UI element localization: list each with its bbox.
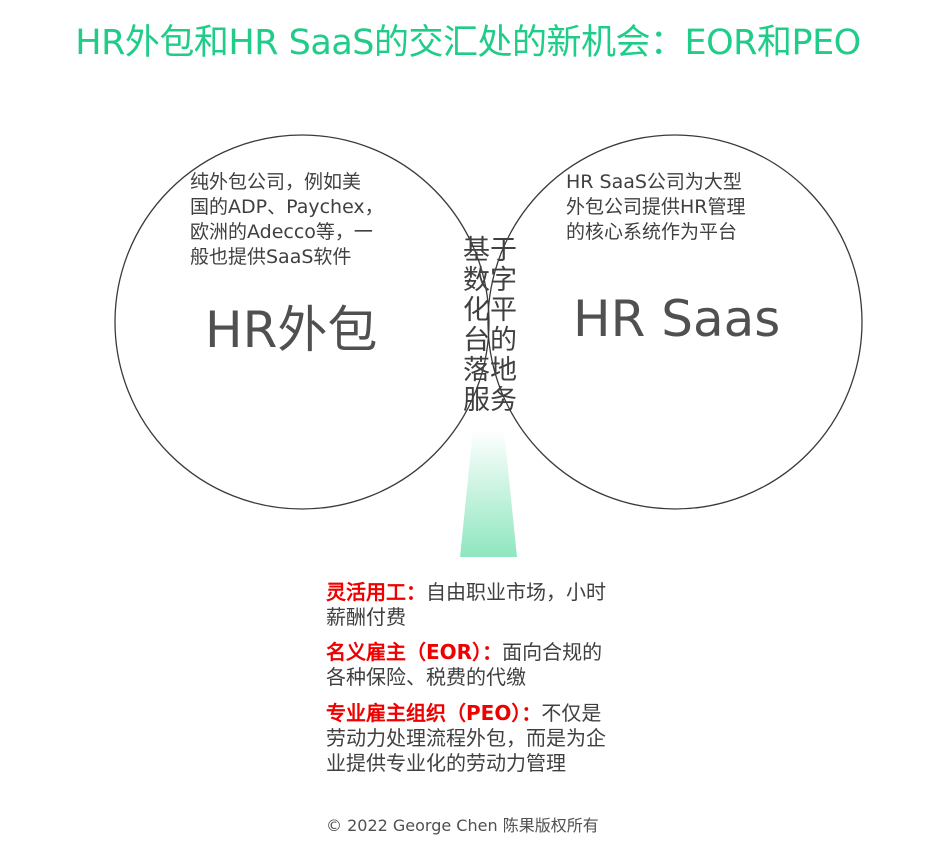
right-circle-description: HR SaaS公司为大型 外包公司提供HR管理 的核心系统作为平台	[566, 170, 746, 245]
hr-saas-circle	[487, 134, 863, 510]
intersection-text: 基于 数字 化平 台的 落地 服务	[460, 236, 520, 416]
note-term: 灵活用工：	[326, 580, 426, 604]
note-eor: 名义雇主（EOR）：面向合规的 各种保险、税费的代缴	[326, 640, 686, 690]
copyright: © 2022 George Chen 陈果版权所有	[326, 816, 599, 835]
desc-line: 纯外包公司，例如美	[190, 171, 362, 193]
intersection-line: 落地	[463, 355, 517, 386]
pointer-trapezoid	[460, 430, 517, 557]
note-flexible-employment: 灵活用工：自由职业市场，小时 薪酬付费	[326, 580, 686, 630]
note-term: 名义雇主（EOR）：	[326, 640, 503, 664]
intersection-line: 数字	[463, 265, 517, 296]
intersection-line: 基于	[463, 235, 517, 266]
intersection-line: 台的	[463, 325, 517, 356]
desc-line: 外包公司提供HR管理	[566, 196, 746, 218]
desc-line: 欧洲的Adecco等，一	[190, 221, 373, 243]
intersection-line: 化平	[463, 295, 517, 326]
intersection-line: 服务	[463, 385, 517, 416]
hr-outsourcing-circle	[114, 134, 490, 510]
note-term: 专业雇主组织（PEO）：	[326, 701, 542, 725]
desc-line: 般也提供SaaS软件	[190, 246, 352, 268]
note-text: 不仅是	[541, 701, 602, 725]
left-circle-label: HR外包	[205, 301, 378, 359]
note-text: 薪酬付费	[326, 605, 406, 629]
note-text: 自由职业市场，小时	[426, 580, 606, 604]
left-circle-description: 纯外包公司，例如美 国的ADP、Paychex， 欧洲的Adecco等，一 般也…	[190, 170, 384, 270]
note-peo: 专业雇主组织（PEO）：不仅是 劳动力处理流程外包，而是为企 业提供专业化的劳动…	[326, 701, 686, 776]
note-text: 各种保险、税费的代缴	[326, 665, 526, 689]
right-circle-label: HR Saas	[573, 290, 781, 348]
slide-title: HR外包和HR SaaS的交汇处的新机会：EOR和PEO	[75, 23, 861, 63]
desc-line: HR SaaS公司为大型	[566, 171, 742, 193]
note-text: 业提供专业化的劳动力管理	[326, 751, 566, 775]
note-text: 劳动力处理流程外包，而是为企	[326, 726, 606, 750]
desc-line: 国的ADP、Paychex，	[190, 196, 384, 218]
desc-line: 的核心系统作为平台	[566, 221, 738, 243]
note-text: 面向合规的	[502, 640, 603, 664]
